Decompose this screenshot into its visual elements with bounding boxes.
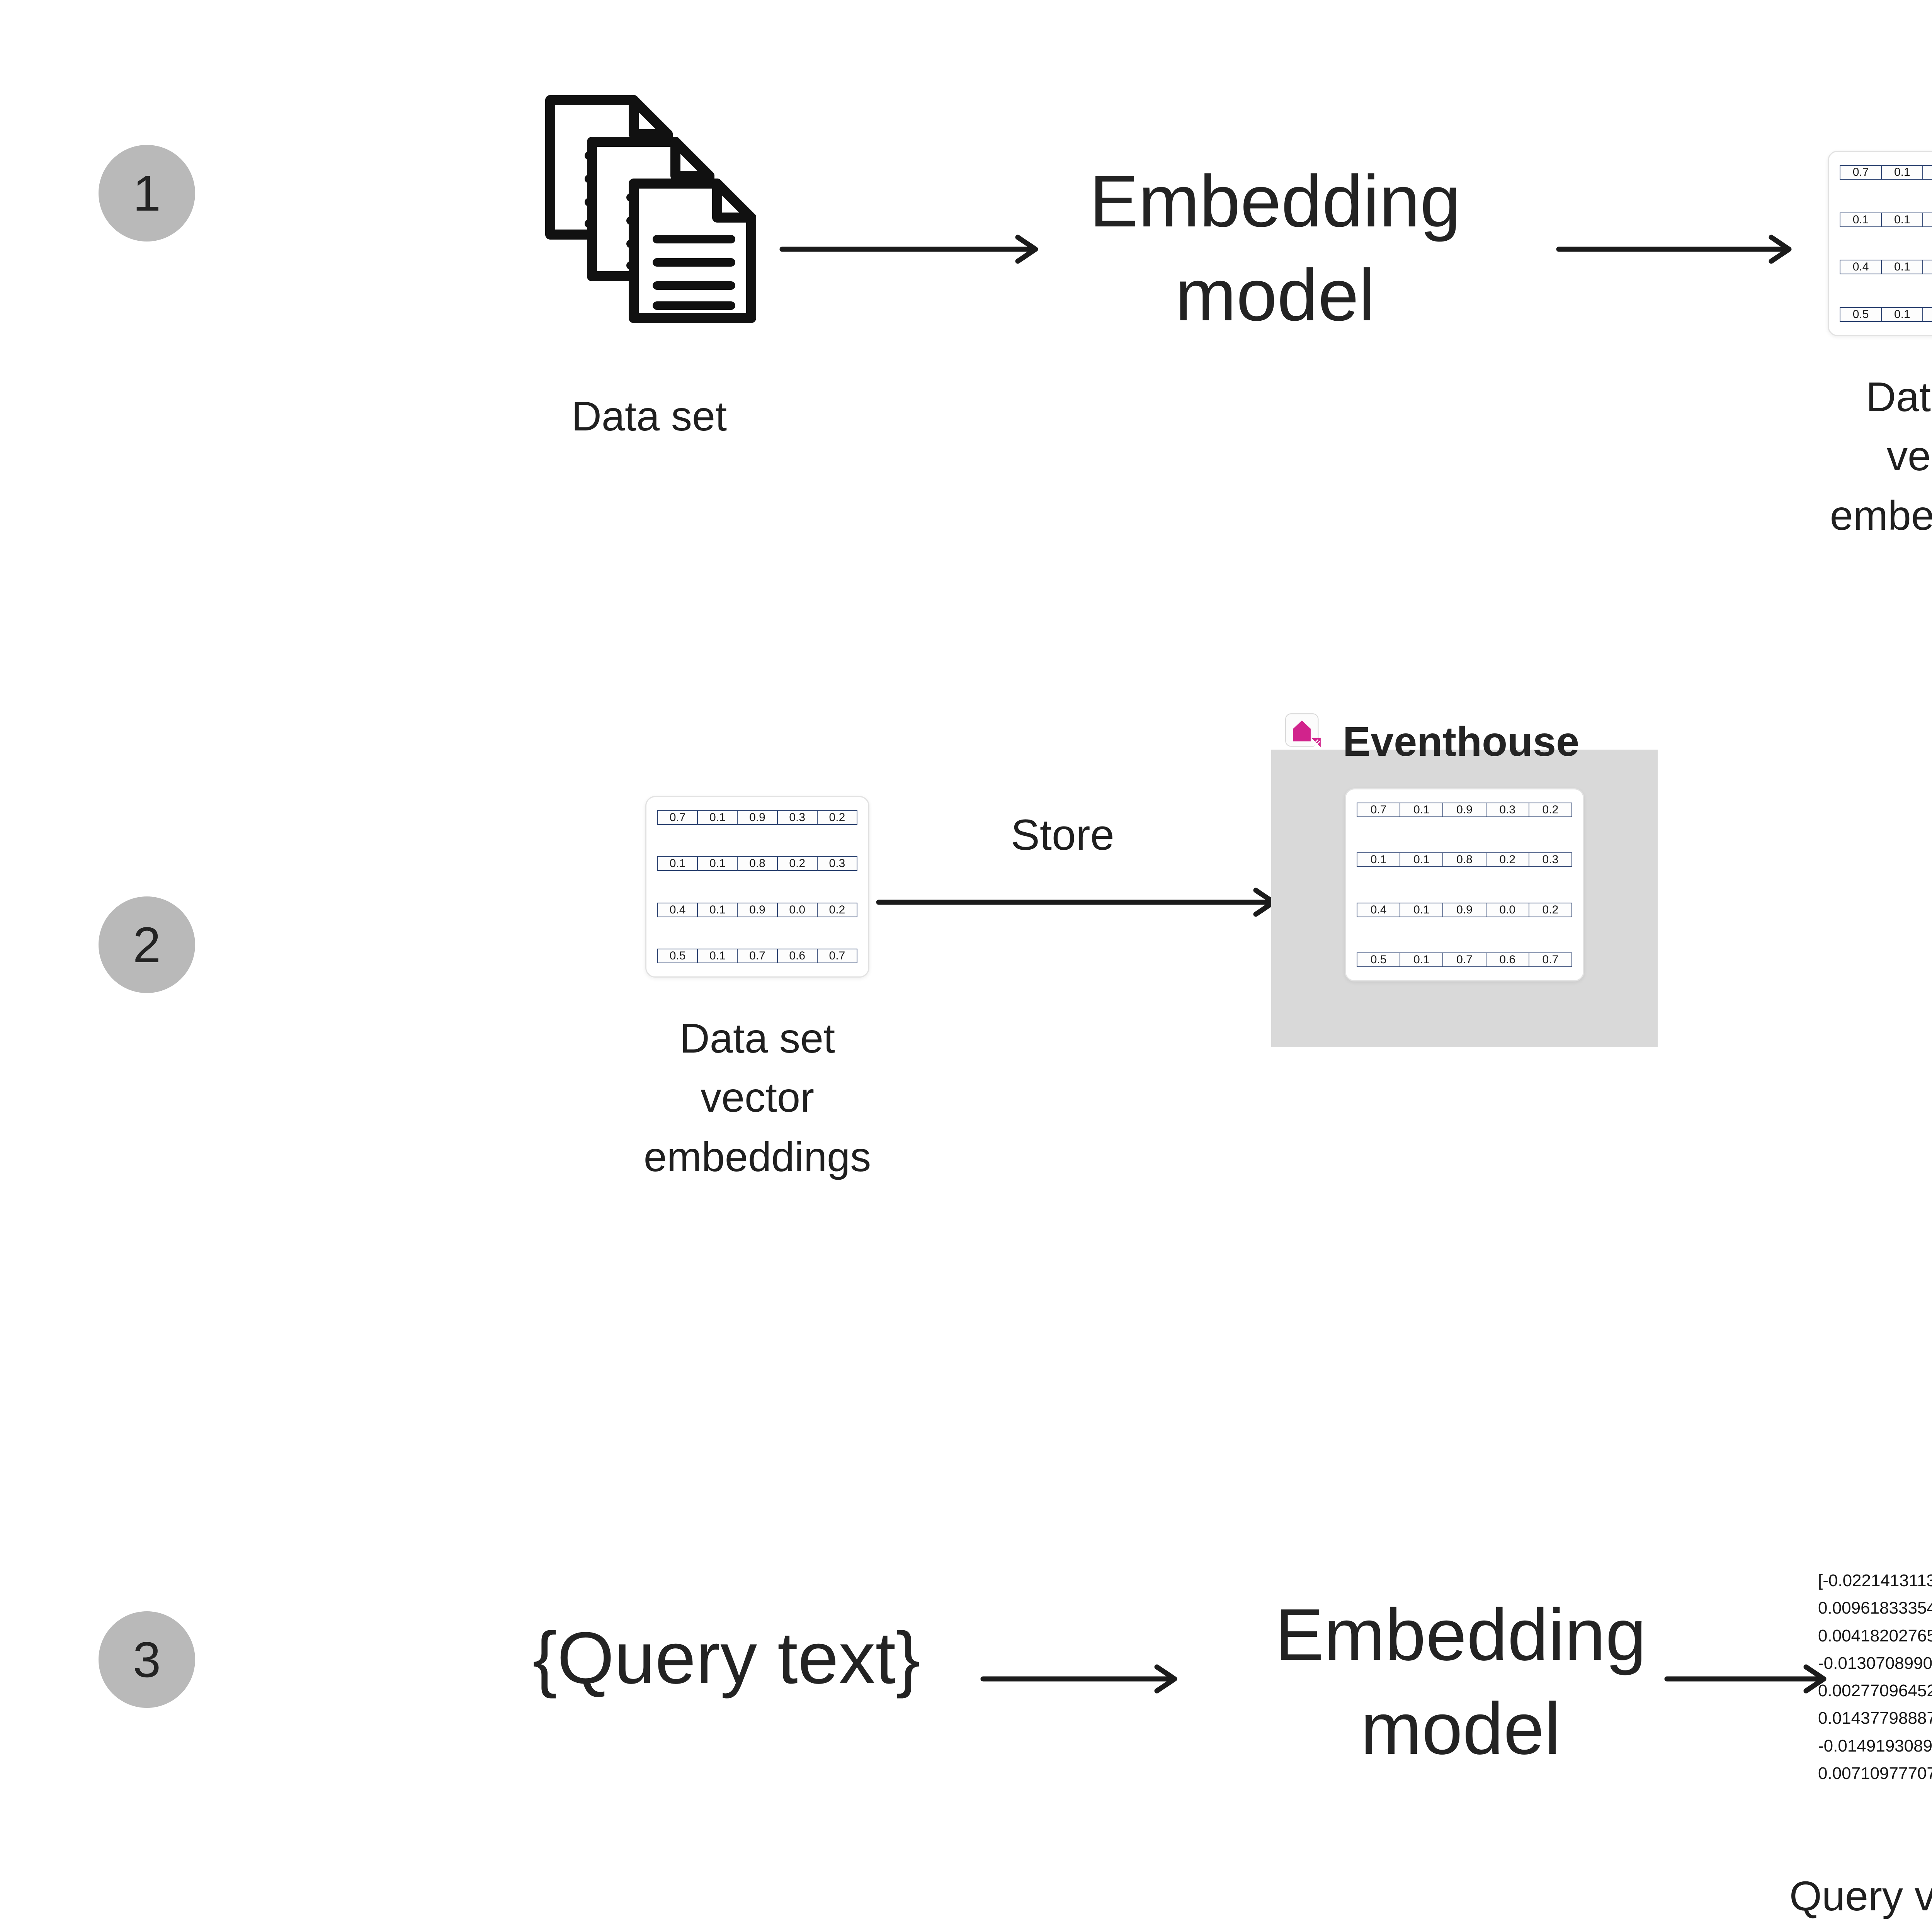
matrix-cell: 0.4 [657, 902, 698, 917]
matrix-cell: 0.2 [1486, 852, 1529, 867]
step-number: 1 [133, 165, 161, 221]
matrix-cell: 0.4 [1357, 902, 1400, 917]
matrix-cell: 0.3 [1486, 803, 1529, 817]
matrix-cell: 0.1 [1400, 852, 1443, 867]
step3-query-vector-caption: Query vector embedding [1789, 1872, 1932, 1932]
matrix-cell: 0.7 [737, 948, 777, 963]
matrix-cell: 0.6 [1486, 952, 1529, 967]
matrix-cell: 0.1 [697, 902, 738, 917]
matrix-cell: 0.1 [1881, 212, 1923, 227]
matrix-cell: 0.7 [817, 948, 858, 963]
matrix-cell: 0.3 [777, 810, 817, 825]
step-badge-3: 3 [99, 1611, 195, 1708]
arrow-model-to-embeddings [1556, 232, 1804, 267]
matrix-cell: 0.5 [1357, 952, 1400, 967]
step1-source-label: Data set [571, 393, 727, 439]
matrix-cell: 0.7 [1357, 803, 1400, 817]
step3-model-label: Embedding model [1275, 1594, 1646, 1770]
matrix-cell: 0.1 [697, 948, 738, 963]
matrix-cell: 0.8 [1923, 212, 1932, 227]
step-number: 2 [133, 917, 161, 973]
step2-input-label: Data set vector embeddings [643, 1015, 871, 1180]
eventhouse-title-step2: Eventhouse [1343, 718, 1580, 765]
matrix-cell: 0.6 [777, 948, 817, 963]
step3-query-text-label: {Query text} [532, 1617, 920, 1699]
matrix-cell: 0.7 [1923, 307, 1932, 322]
dataset-vector-embeddings-matrix: 0.70.10.90.30.20.10.10.80.20.30.40.10.90… [1828, 151, 1932, 336]
matrix-cell: 0.8 [1443, 852, 1486, 867]
step-badge-1: 1 [99, 145, 195, 242]
matrix-cell: 0.7 [1840, 165, 1882, 180]
matrix-cell: 0.0 [1486, 902, 1529, 917]
step3-query-vector-text: [-0.022141311317682266, -0.0193290878087… [1818, 1571, 1932, 1783]
matrix-cell: 0.3 [1529, 852, 1573, 867]
eventhouse-logo-icon [1285, 713, 1327, 755]
matrix-row: 0.10.10.80.20.3 [1840, 212, 1932, 227]
matrix-cell: 0.2 [777, 856, 817, 871]
matrix-cell: 0.9 [1443, 803, 1486, 817]
matrix-cell: 0.8 [737, 856, 777, 871]
matrix-cell: 0.2 [817, 810, 858, 825]
matrix-cell: 0.1 [1400, 902, 1443, 917]
matrix-cell: 0.1 [1840, 212, 1882, 227]
matrix-cell: 0.3 [817, 856, 858, 871]
matrix-row: 0.50.10.70.60.7 [1840, 307, 1932, 322]
matrix-cell: 0.9 [1923, 260, 1932, 275]
matrix-cell: 0.2 [817, 902, 858, 917]
matrix-cell: 0.1 [1881, 260, 1923, 275]
matrix-cell: 0.1 [1881, 307, 1923, 322]
matrix-row: 0.70.10.90.30.2 [1840, 165, 1932, 180]
arrow-store-to-eventhouse [876, 885, 1291, 920]
matrix-cell: 0.0 [777, 902, 817, 917]
arrow-query-to-model [980, 1662, 1190, 1696]
matrix-cell: 0.1 [1881, 165, 1923, 180]
matrix-cell: 0.1 [1400, 803, 1443, 817]
matrix-cell: 0.5 [1840, 307, 1882, 322]
matrix-cell: 0.2 [1529, 902, 1573, 917]
matrix-cell: 0.9 [1923, 165, 1932, 180]
matrix-cell: 0.9 [737, 902, 777, 917]
matrix-cell: 0.1 [1357, 852, 1400, 867]
matrix-cell: 0.7 [657, 810, 698, 825]
store-arrow-label: Store [1011, 811, 1114, 859]
matrix-cell: 0.5 [657, 948, 698, 963]
matrix-cell: 0.7 [1443, 952, 1486, 967]
matrix-cell: 0.7 [1529, 952, 1573, 967]
step-badge-2: 2 [99, 896, 195, 993]
matrix-cell: 0.2 [1529, 803, 1573, 817]
arrow-dataset-to-model [779, 232, 1051, 267]
matrix-cell: 0.9 [1443, 902, 1486, 917]
documents-stack-icon [541, 83, 757, 330]
matrix-cell: 0.1 [1400, 952, 1443, 967]
matrix-cell: 0.9 [737, 810, 777, 825]
matrix-cell: 0.1 [697, 856, 738, 871]
matrix-row: 0.40.10.90.00.2 [1840, 260, 1932, 275]
step-number: 3 [133, 1631, 161, 1688]
step1-output-label: Data set vector embeddings [1830, 373, 1932, 539]
matrix-cell: 0.1 [657, 856, 698, 871]
matrix-cell: 0.4 [1840, 260, 1882, 275]
arrow-model-to-query-vector [1664, 1662, 1839, 1696]
matrix-cell: 0.1 [697, 810, 738, 825]
step1-model-label: Embedding model [1089, 160, 1461, 337]
